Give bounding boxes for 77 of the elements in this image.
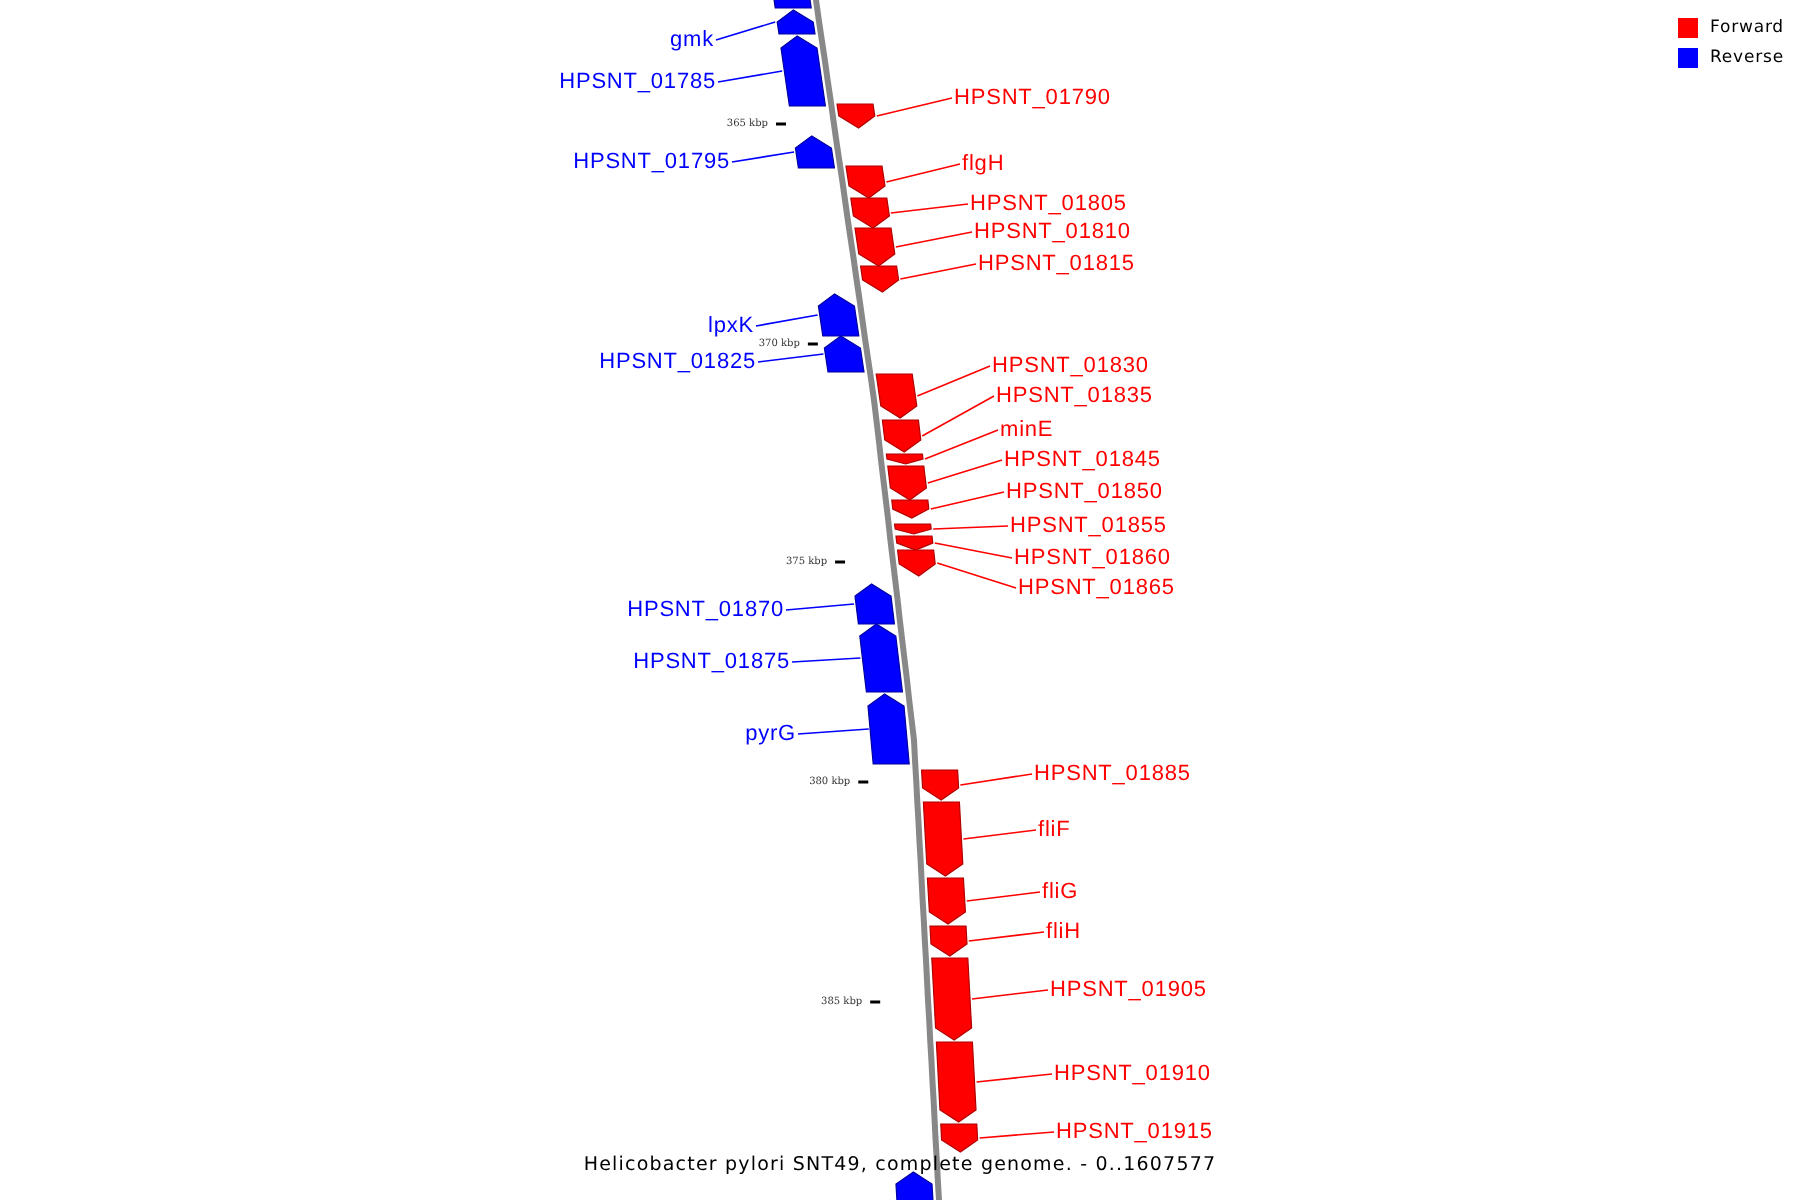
gene-block — [823, 335, 865, 373]
leader-line — [932, 525, 1009, 530]
gene-label: flgH — [962, 150, 1005, 178]
legend-label: Forward — [1710, 16, 1784, 40]
gene-block — [845, 165, 886, 199]
gene-label: HPSNT_01815 — [978, 250, 1135, 278]
leader-line — [916, 365, 991, 397]
gene-label: HPSNT_01790 — [954, 84, 1111, 112]
gene-label: HPSNT_01785 — [559, 68, 716, 96]
leader-line — [797, 728, 870, 735]
gene-label: HPSNT_01865 — [1018, 574, 1175, 602]
gene-label: fliF — [1038, 816, 1071, 844]
gene-block — [875, 373, 918, 419]
leader-line — [895, 231, 973, 248]
gene-label: HPSNT_01905 — [1050, 976, 1207, 1004]
gene-label: HPSNT_01860 — [1014, 544, 1171, 572]
gene-block — [854, 227, 896, 267]
gene-label: HPSNT_01875 — [633, 648, 790, 676]
gene-label: HPSNT_01850 — [1006, 478, 1163, 506]
leader-line — [934, 542, 1013, 559]
gene-label: fliG — [1042, 878, 1079, 906]
leader-line — [924, 429, 999, 460]
leader-line — [876, 97, 953, 117]
leader-line — [968, 931, 1045, 942]
leader-line — [959, 773, 1033, 786]
leader-line — [975, 1073, 1053, 1083]
leader-line — [757, 353, 825, 363]
gene-block — [867, 693, 910, 765]
gene-block — [926, 877, 966, 925]
gene-label: HPSNT_01845 — [1004, 446, 1161, 474]
leader-line — [962, 829, 1037, 840]
leader-line — [921, 395, 995, 437]
gene-label: HPSNT_01830 — [992, 352, 1149, 380]
gene-block — [850, 197, 891, 229]
gene-label: HPSNT_01870 — [627, 596, 784, 624]
gene-block — [895, 1171, 935, 1200]
leader-line — [890, 203, 969, 214]
leader-line — [785, 603, 855, 611]
gene-label: lpxK — [708, 312, 754, 340]
gene-label: HPSNT_01855 — [1010, 512, 1167, 540]
gene-label: gmk — [670, 26, 714, 54]
gene-label: pyrG — [745, 720, 796, 748]
gene-label: HPSNT_01910 — [1054, 1060, 1211, 1088]
caption: Helicobacter pylori SNT49, complete genome. - 0..1607577 — [581, 1154, 1219, 1176]
leader-line — [885, 163, 961, 183]
gene-label: HPSNT_01915 — [1056, 1118, 1213, 1146]
gene-block — [896, 549, 936, 577]
leader-line — [936, 562, 1017, 589]
gene-block — [891, 499, 930, 519]
leader-line — [966, 891, 1041, 902]
leader-line — [755, 314, 819, 327]
gene-label: HPSNT_01835 — [996, 382, 1153, 410]
gene-block — [893, 523, 932, 535]
leader-line — [927, 459, 1003, 484]
leader-line — [971, 989, 1049, 1000]
leader-line — [899, 263, 977, 280]
leader-line — [791, 657, 862, 663]
leader-line — [717, 70, 783, 83]
gene-label: HPSNT_01885 — [1034, 760, 1191, 788]
gene-block — [854, 583, 896, 625]
gene-block — [895, 535, 934, 551]
leader-line — [731, 151, 795, 163]
gene-block — [794, 135, 836, 169]
gene-block — [859, 623, 904, 693]
leader-line — [930, 491, 1005, 510]
gene-block — [836, 103, 876, 129]
gene-label: HPSNT_01795 — [573, 148, 730, 176]
leader-line — [715, 21, 776, 41]
gene-label: HPSNT_01810 — [974, 218, 1131, 246]
leader-line — [978, 1131, 1055, 1139]
gene-block — [859, 265, 900, 293]
gene-label: HPSNT_01805 — [970, 190, 1127, 218]
gene-block — [817, 293, 860, 337]
gene-label: HPSNT_01825 — [599, 348, 756, 376]
gene-label: fliH — [1046, 918, 1081, 946]
legend-label: Reverse — [1710, 46, 1784, 70]
gene-label: minE — [1000, 416, 1054, 444]
